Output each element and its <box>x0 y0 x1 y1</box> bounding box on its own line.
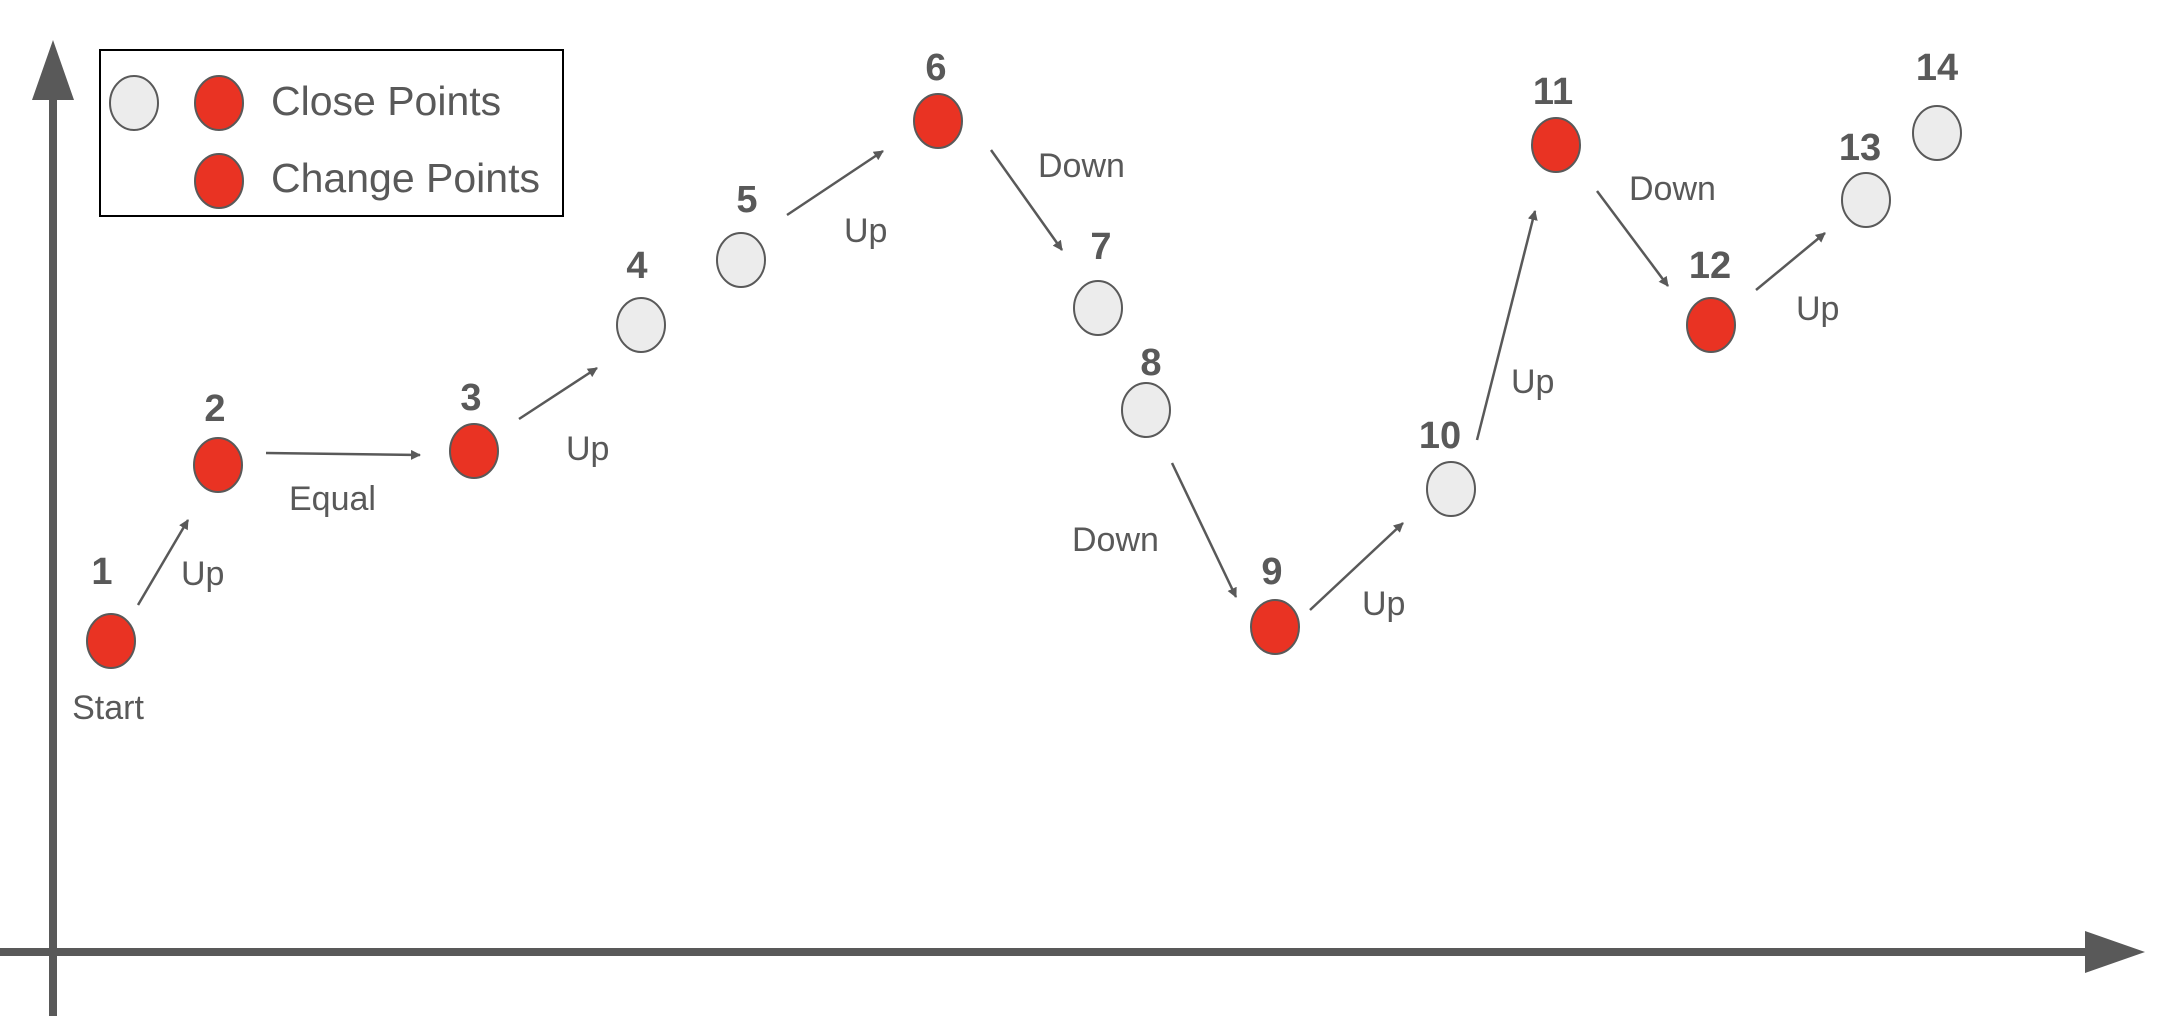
legend-change-label: Change Points <box>271 155 540 201</box>
transition-label: Equal <box>289 480 376 518</box>
point-number: 9 <box>1261 551 1282 593</box>
point-9 <box>1250 599 1300 655</box>
point-number: 2 <box>204 388 225 430</box>
y-axis-arrowhead <box>32 40 74 100</box>
point-14 <box>1912 105 1962 161</box>
transition-labels: Up Equal Up Up Down Down Up Up Down Up <box>181 147 1839 623</box>
point-8 <box>1121 382 1171 438</box>
transition-label: Up <box>1511 363 1554 401</box>
point-numbers: 1 2 3 4 5 6 7 8 9 10 11 12 13 14 <box>91 47 1958 593</box>
point-number: 8 <box>1140 342 1161 384</box>
point-11 <box>1531 117 1581 173</box>
transition-label: Up <box>844 212 887 250</box>
point-number: 14 <box>1916 47 1958 89</box>
legend-close-swatch <box>109 75 159 131</box>
arrow-6-7 <box>989 149 1064 251</box>
points <box>86 93 1962 669</box>
transition-arrows <box>136 149 1826 611</box>
legend: Close Points Change Points <box>99 49 564 217</box>
point-12 <box>1686 297 1736 353</box>
arrow-10-11 <box>1475 210 1538 441</box>
arrow-9-10 <box>1309 522 1404 611</box>
x-axis-arrowhead <box>2085 931 2145 973</box>
point-number: 7 <box>1090 226 1111 268</box>
transition-label: Up <box>181 555 224 593</box>
transition-label: Up <box>1362 585 1405 623</box>
point-3 <box>449 423 499 479</box>
transition-label: Down <box>1038 147 1125 185</box>
point-number: 10 <box>1419 415 1461 457</box>
transition-label: Down <box>1072 521 1159 559</box>
point-number: 6 <box>925 47 946 89</box>
legend-box <box>99 49 564 217</box>
point-5 <box>716 232 766 288</box>
arrow-8-9 <box>1170 462 1238 598</box>
point-number: 11 <box>1533 71 1573 113</box>
transition-label: Up <box>1796 290 1839 328</box>
arrow-2-3 <box>265 449 421 460</box>
point-number: 12 <box>1689 245 1731 287</box>
point-4 <box>616 297 666 353</box>
arrow-12-13 <box>1755 232 1826 291</box>
legend-change-swatch <box>194 153 244 209</box>
point-7 <box>1073 280 1123 336</box>
transition-label: Down <box>1629 170 1716 208</box>
arrow-11-12 <box>1595 190 1670 287</box>
arrow-3-4 <box>518 366 598 421</box>
point-13 <box>1841 172 1891 228</box>
legend-close-swatch-red <box>194 75 244 131</box>
start-label: Start <box>72 689 144 727</box>
point-10 <box>1426 461 1476 517</box>
point-6 <box>913 93 963 149</box>
point-number: 5 <box>736 179 757 221</box>
point-1 <box>86 613 136 669</box>
point-number: 3 <box>460 377 481 419</box>
legend-close-label: Close Points <box>271 78 501 124</box>
arrow-5-6 <box>786 149 884 217</box>
point-number: 4 <box>626 245 647 287</box>
point-2 <box>193 437 243 493</box>
point-number: 1 <box>91 551 112 593</box>
arrow-1-2 <box>136 519 190 606</box>
point-number: 13 <box>1839 127 1881 169</box>
transition-label: Up <box>566 430 609 468</box>
